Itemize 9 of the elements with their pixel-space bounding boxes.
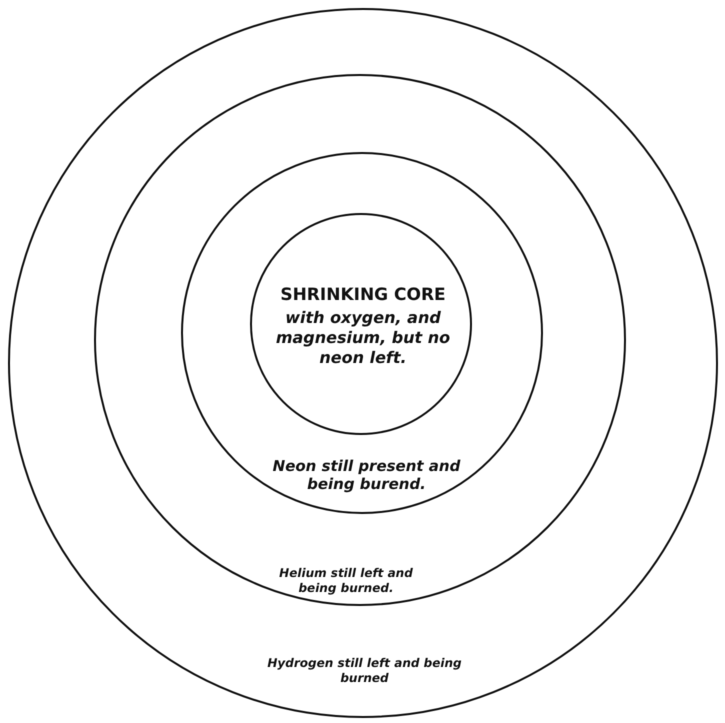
layer-label: Hydrogen still left and being burned — [266, 656, 463, 686]
core-description: with oxygen, and magnesium, but no neon left. — [274, 308, 452, 368]
shell-circle — [8, 8, 718, 718]
shell-circle — [180, 152, 542, 514]
core-heading: SHRINKING CORE — [279, 285, 447, 306]
core-circle — [250, 213, 472, 435]
layer-label: Neon still present and being burend. — [272, 456, 462, 494]
layer-label: Helium still left and being burned. — [278, 566, 414, 596]
shell-circle — [94, 74, 626, 606]
